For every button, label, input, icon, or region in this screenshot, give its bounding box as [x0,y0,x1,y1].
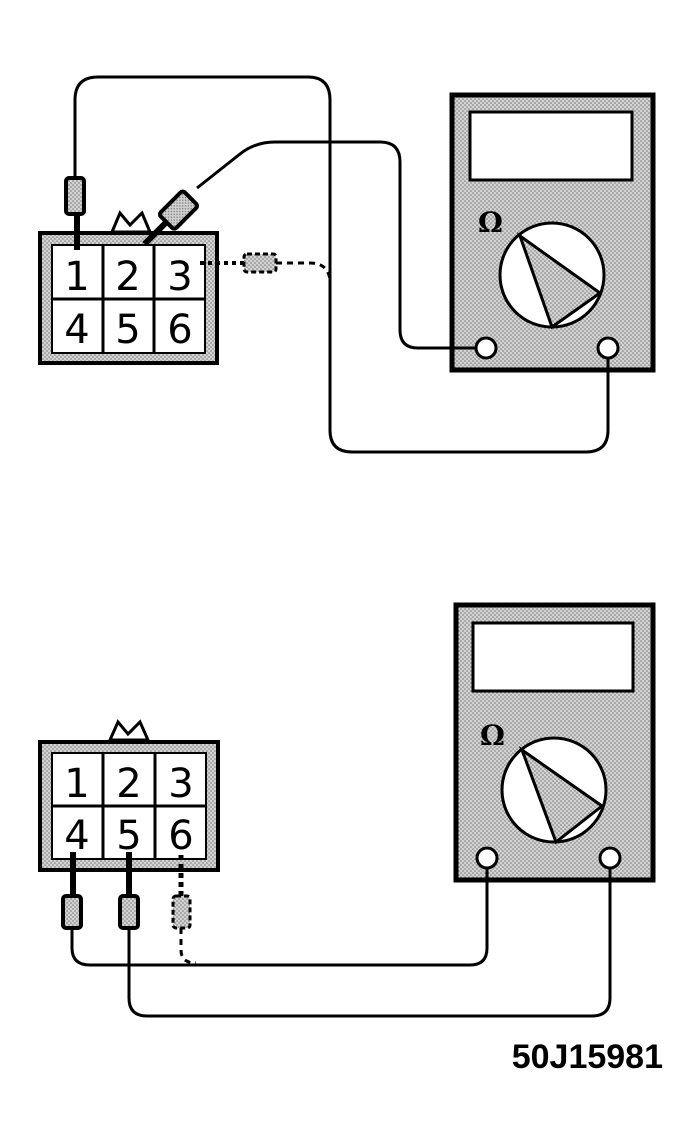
pin-6-label: 6 [168,813,193,859]
pin-4-label: 4 [64,813,89,859]
pin-6-label: 6 [167,307,192,353]
figure-id: 50J15981 [512,1038,663,1076]
connector-latch [107,719,151,742]
probe-pin-2 [142,189,200,247]
bottom-connector: 1 2 3 4 5 6 [38,719,220,872]
meter-terminal-right [598,846,622,870]
dial-pointer [518,746,605,845]
pin-3-label: 3 [168,761,193,807]
wire-pin6-dashed [179,928,197,965]
pin-2-label: 2 [116,761,141,807]
top-test-diagram: Ω 1 2 3 4 5 6 [38,75,656,454]
pin-4-label: 4 [64,307,89,353]
pin-5-label: 5 [116,813,141,859]
wire-pin4-to-left-terminal [70,868,489,967]
top-multimeter: Ω [449,92,656,373]
wire-pin5-to-right-terminal [127,868,612,1018]
wire-pin1-to-right-terminal [73,75,610,454]
pin-5-label: 5 [115,307,140,353]
meter-display [471,621,635,693]
wire-pin2-to-left-terminal [196,140,476,350]
pin-1-label: 1 [64,254,89,300]
dial-pointer [517,232,603,330]
meter-terminal-right [596,336,620,360]
pin-3-label: 3 [167,254,192,300]
meter-terminal-left [474,336,498,360]
top-connector: 1 2 3 4 5 6 [38,210,219,365]
pin-1-label: 1 [64,761,89,807]
meter-terminal-left [475,846,499,870]
bottom-test-diagram: Ω 1 2 3 4 5 6 [38,602,656,1018]
bottom-multimeter: Ω [453,602,656,883]
pin-2-label: 2 [115,254,140,300]
connector-latch [109,210,153,234]
ohm-symbol: Ω [478,206,503,239]
meter-display [468,110,634,182]
wire-pin3-dashed [276,261,332,281]
ohm-symbol: Ω [480,719,505,752]
probe-pin-5 [118,852,140,930]
